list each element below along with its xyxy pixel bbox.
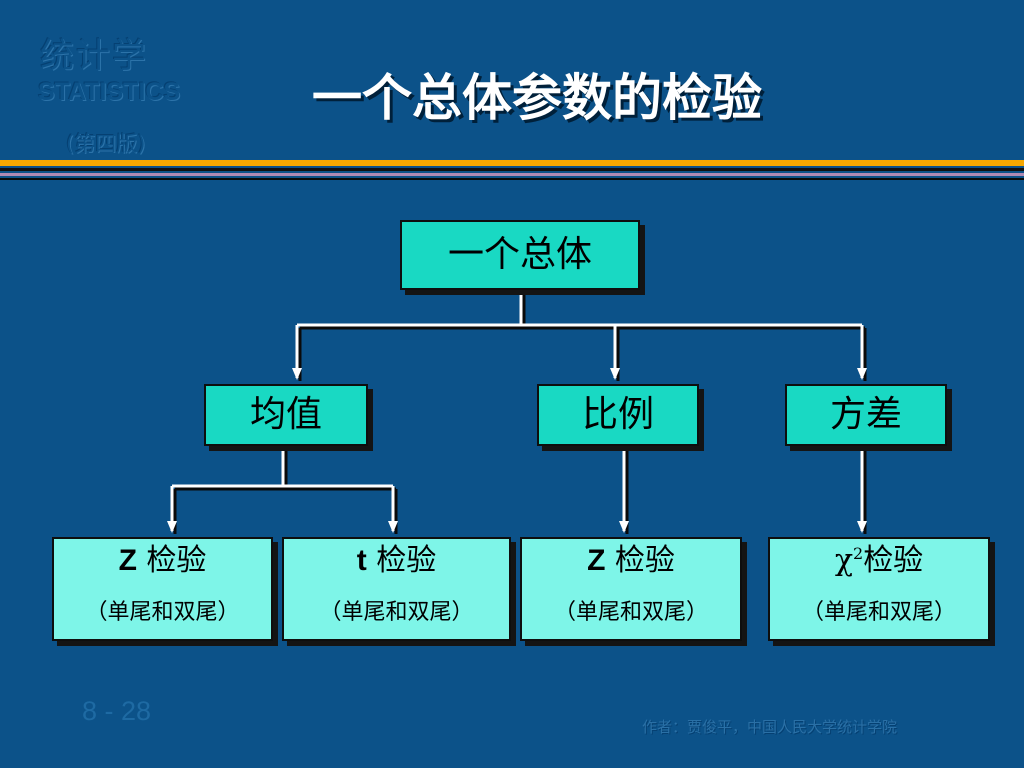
test-label: 检验 [366,543,437,578]
page-number: 8 - 28 [82,696,152,726]
test-symbol: χ [834,543,853,578]
test-symbol: Z [118,544,137,577]
leaf-title: Z 检验 [587,546,675,576]
leaf-title: Z 检验 [119,546,207,576]
test-symbol: t [356,544,367,577]
test-exponent: 2 [853,544,864,563]
test-label: 检验 [605,543,675,578]
leaf-title: t 检验 [357,546,437,576]
connector-shadow [173,294,867,534]
logo-edition: (第四版) [66,132,146,156]
logo-title: 统计学 [40,36,148,76]
test-label: 检验 [863,543,924,578]
leaf-note: （单尾和双尾） [801,600,956,625]
node-chi-square-test: χ2检验 （单尾和双尾） [768,537,990,641]
node-mean: 均值 [204,384,368,446]
divider-dark [0,168,1024,171]
node-one-population: 一个总体 [400,220,640,290]
leaf-note: （单尾和双尾） [553,600,708,625]
leaf-note: （单尾和双尾） [85,600,240,625]
page-title: 一个总体参数的检验 [312,68,762,127]
node-label: 一个总体 [447,234,592,275]
divider-dark-thin [0,178,1024,180]
divider-orange [0,160,1024,166]
node-proportion: 比例 [537,384,699,446]
divider-purple [0,173,1024,176]
node-t-test: t 检验 （单尾和双尾） [282,537,511,641]
connector-lines [167,291,867,533]
test-label: 检验 [136,543,207,578]
test-symbol: Z [587,544,606,577]
leaf-note: （单尾和双尾） [319,600,474,625]
node-variance: 方差 [785,384,947,446]
node-label: 比例 [581,394,654,435]
node-label: 均值 [249,394,322,435]
author-credit: 作者：贾俊平，中国人民大学统计学院 [642,718,898,736]
logo-subtitle: STATISTICS [38,78,181,106]
node-label: 方差 [829,394,902,435]
node-z-test-proportion: Z 检验 （单尾和双尾） [520,537,742,641]
node-z-test-mean: Z 检验 （单尾和双尾） [52,537,273,641]
leaf-title: χ2检验 [835,546,923,576]
